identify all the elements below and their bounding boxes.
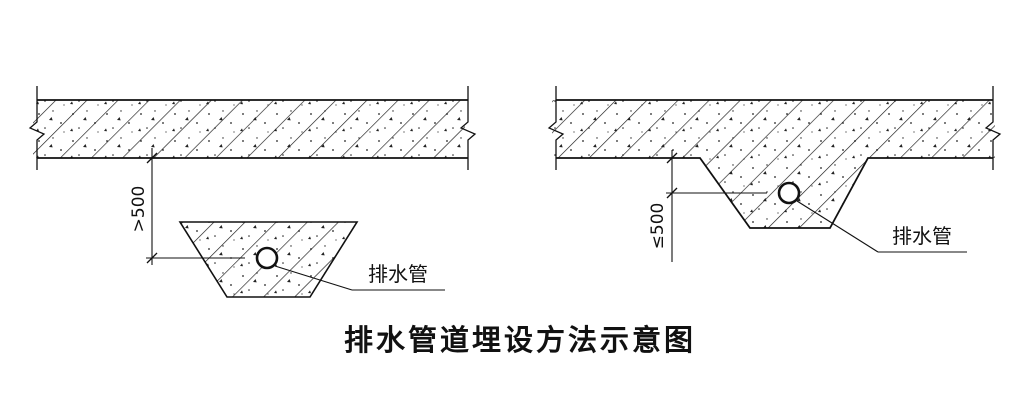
diagram-title: 排水管道埋设方法示意图 — [344, 323, 696, 357]
right-pipe-callout: 排水管 — [796, 200, 967, 253]
left-dimension: >500 — [129, 148, 245, 265]
right-pipe-label: 排水管 — [892, 224, 952, 248]
left-detail: >500 排水管 — [28, 86, 477, 298]
right-dimension: ≤500 — [648, 150, 767, 262]
left-slab-break-line-start — [28, 86, 46, 170]
left-drain-pipe — [255, 246, 279, 270]
left-dimension-label: >500 — [129, 186, 149, 233]
left-slab-break-line-end — [459, 86, 477, 170]
right-detail: ≤500 排水管 — [547, 86, 1002, 262]
left-pipe-callout: 排水管 — [274, 262, 445, 291]
right-floor-slab — [547, 86, 1002, 229]
left-pipe-label: 排水管 — [368, 262, 428, 286]
right-slab-break-line-start — [547, 86, 565, 170]
right-drain-pipe — [777, 181, 801, 205]
left-floor-slab — [28, 86, 477, 170]
right-dimension-label: ≤500 — [648, 203, 668, 250]
right-slab-break-line-end — [984, 86, 1002, 170]
